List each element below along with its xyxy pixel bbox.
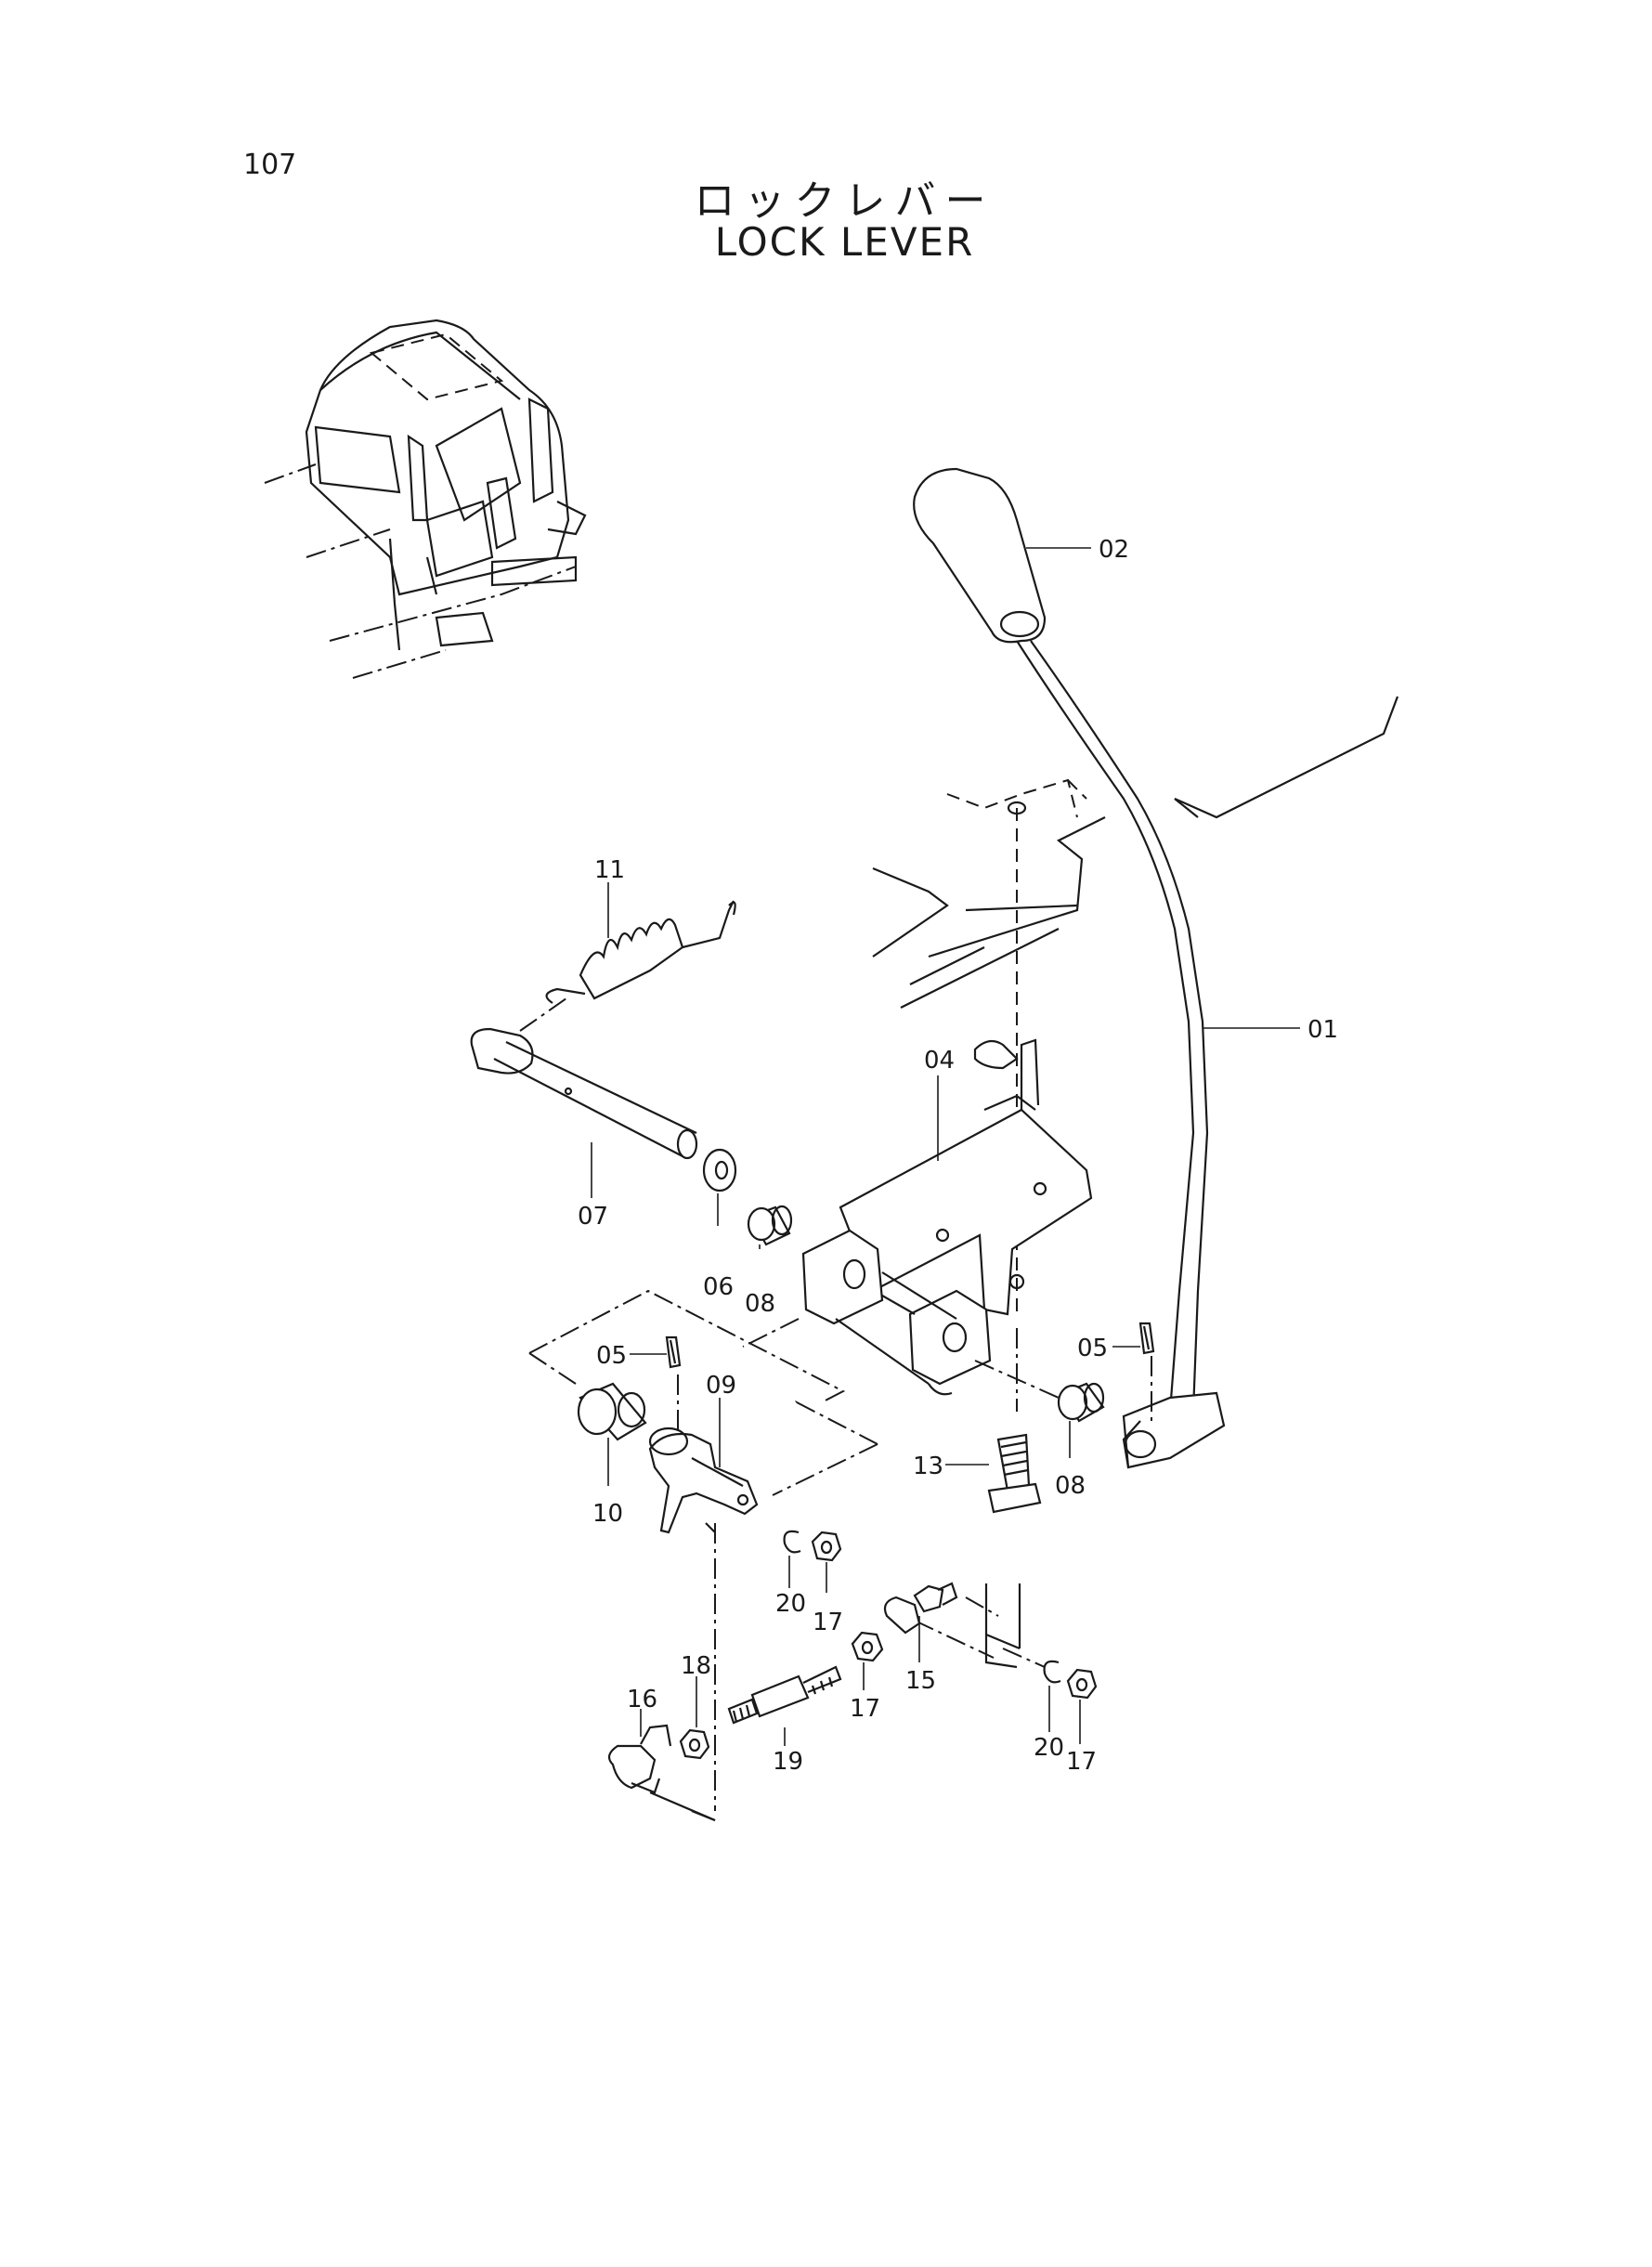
spring-pin-05-right [1138,1322,1155,1355]
bushing-08-lower [1057,1382,1105,1423]
part-label-17-middle: 17 [850,1695,880,1723]
title-english: LOCK LEVER [714,219,975,265]
part-label-13: 13 [913,1453,943,1480]
pin-07 [470,997,698,1160]
part-label-17-right: 17 [1066,1748,1097,1776]
spring-11 [545,900,736,1004]
part-label-07: 07 [578,1203,608,1231]
floor-outline [872,696,1399,1319]
part-label-08-lower: 08 [1055,1472,1086,1500]
part-label-20-right: 20 [1034,1734,1064,1762]
nut-17-upper [811,1531,842,1562]
part-label-06: 06 [703,1273,734,1301]
part-label-17-upper: 17 [813,1609,843,1636]
ball-joint-16 [607,1724,672,1794]
bracket-04 [801,1038,1093,1396]
part-label-08-upper: 08 [745,1290,775,1318]
collar-10 [577,1382,647,1441]
snap-ring-20-lower [1043,1660,1061,1684]
washer-06 [702,1148,737,1192]
bolt-13 [987,1433,1042,1514]
assembly-lines [528,1289,1152,1822]
part-label-18: 18 [681,1652,711,1680]
rod-19 [727,1665,842,1725]
part-label-05-left: 05 [596,1342,627,1370]
cab-inset-illustration [264,319,587,679]
part-label-01: 01 [1307,1016,1338,1044]
part-label-09: 09 [706,1372,736,1400]
part-label-10: 10 [592,1500,623,1528]
nut-17-right [1066,1668,1098,1700]
spring-pin-05-left [665,1335,682,1369]
part-label-16: 16 [627,1686,657,1713]
part-label-04: 04 [924,1047,955,1075]
link-bracket [984,1583,1021,1669]
part-label-02: 02 [1099,536,1129,564]
ball-joint-15 [883,1582,958,1635]
page-number: 107 [243,149,297,181]
leader-lines [591,547,1300,1746]
nut-18 [679,1728,710,1760]
lock-lever-01 [1016,640,1226,1469]
part-label-20-upper: 20 [775,1590,806,1618]
snap-ring-20-upper [783,1530,801,1554]
bushing-08-upper [747,1205,793,1246]
nut-17-middle [851,1631,884,1662]
part-label-11: 11 [594,856,625,884]
grip-02 [913,467,1047,644]
part-label-19: 19 [773,1748,803,1776]
lever-plate-09 [648,1427,759,1534]
title-japanese: ロックレバー [694,177,995,225]
part-label-05-right: 05 [1077,1335,1108,1362]
part-label-15: 15 [905,1667,936,1695]
